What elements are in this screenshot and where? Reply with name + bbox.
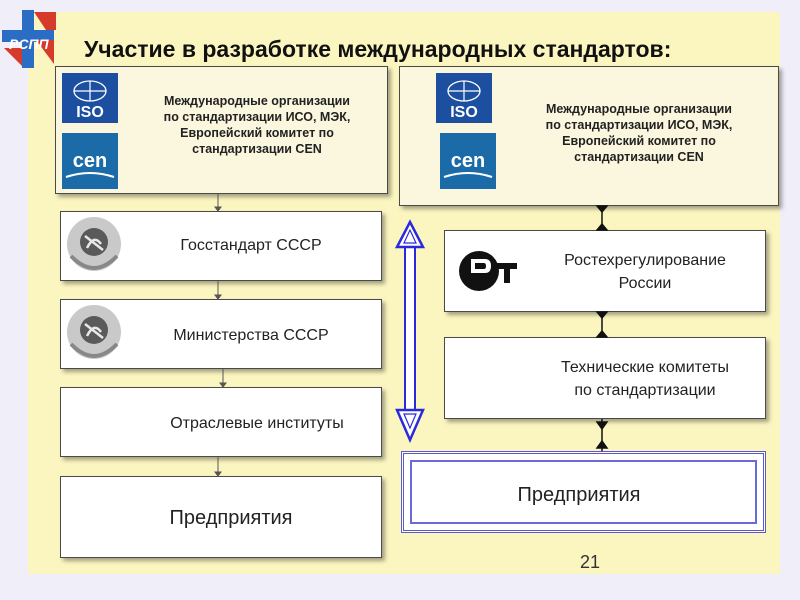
left-enterprises-box: Предприятия — [60, 476, 382, 558]
right-enterprises-label: Предприятия — [517, 484, 641, 506]
logo-text: РСПП — [9, 36, 50, 52]
institutes-label: Отраслевые институты — [170, 415, 344, 432]
cen-icon: cen — [62, 133, 118, 189]
institutes-box: Отраслевые институты — [60, 387, 382, 457]
svg-text:cen: cen — [451, 150, 485, 172]
gosstandart-label: Госстандарт СССР — [180, 237, 322, 254]
page-number: 21 — [580, 552, 601, 572]
svg-text:ISO: ISO — [76, 104, 104, 121]
rspp-logo: РСПП — [2, 10, 56, 68]
ministries-label: Министерства СССР — [173, 327, 329, 344]
page-title: Участие в разработке международных станд… — [84, 36, 672, 62]
ussr-emblem-icon — [67, 217, 121, 271]
iso-icon: ISO — [62, 73, 118, 123]
bidirectional-arrow-icon — [394, 219, 426, 444]
svg-text:cen: cen — [73, 150, 107, 172]
right-enterprises-box: Предприятия — [401, 451, 766, 533]
gosstandart-box: Госстандарт СССР — [60, 211, 382, 281]
left-enterprises-label: Предприятия — [169, 507, 293, 529]
svg-text:ISO: ISO — [450, 104, 478, 121]
iso-icon: ISO — [436, 73, 492, 123]
ministries-box: Министерства СССР — [60, 299, 382, 369]
pct-mark-icon — [455, 241, 521, 301]
cen-icon: cen — [440, 133, 496, 189]
ussr-emblem-icon — [67, 305, 121, 359]
